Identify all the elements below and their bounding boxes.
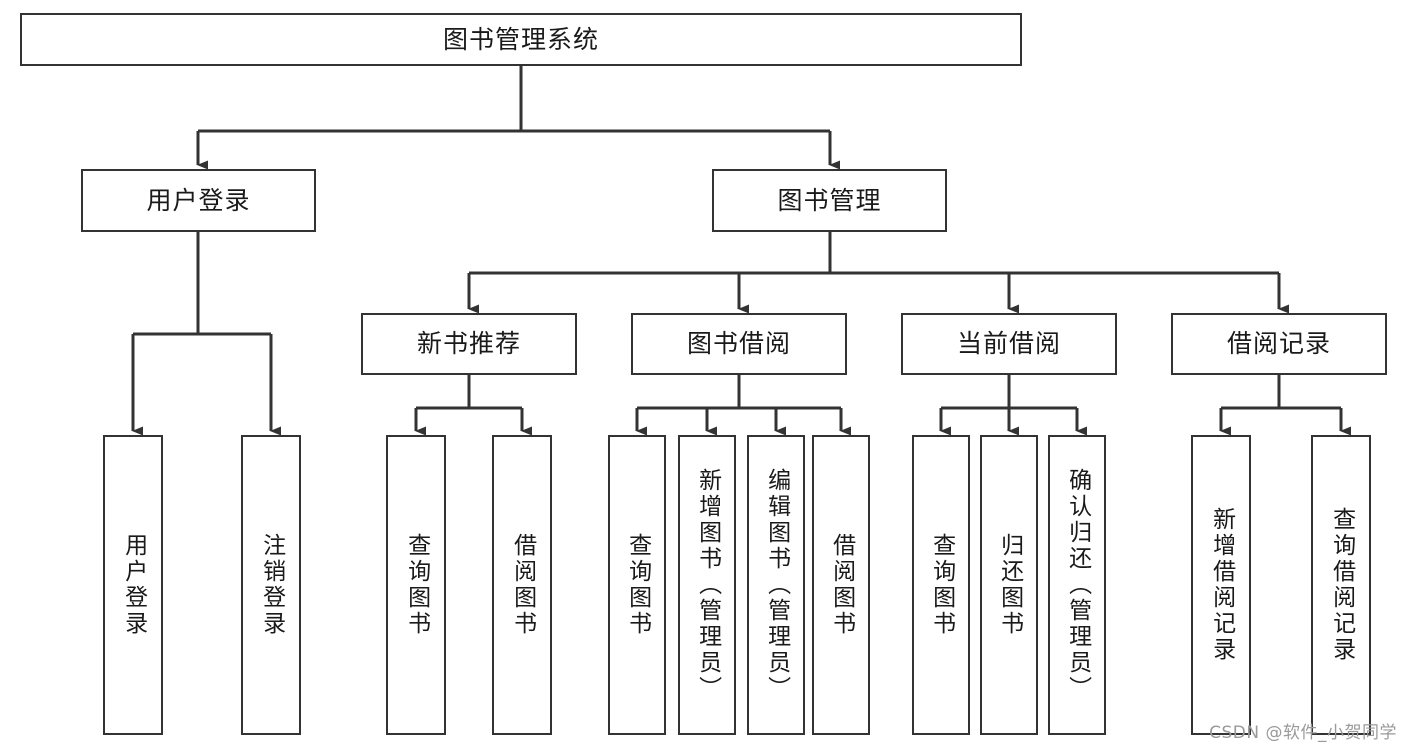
node-leaf-add-borrow-record[interactable]: 新增借阅记录 [1191,435,1251,735]
node-leaf-logout-login[interactable]: 注销登录 [241,435,301,735]
node-leaf-query-borrow-record[interactable]: 查询借阅记录 [1311,435,1371,735]
node-leaf-user-login[interactable]: 用户登录 [103,435,163,735]
node-book-borrow[interactable]: 图书借阅 [631,313,847,375]
node-leaf-query-book-1[interactable]: 查询图书 [386,435,446,735]
node-label: 图书管理系统 [442,24,599,54]
csdn-watermark: CSDN @软件_小贺同学 [1209,723,1397,743]
node-label: 查询借阅记录 [1328,507,1355,663]
node-leaf-add-book[interactable]: 新增图书（管理员） [678,435,736,735]
node-label: 新增借阅记录 [1208,507,1235,663]
node-new-book-recommend[interactable]: 新书推荐 [361,313,577,375]
node-leaf-confirm-return[interactable]: 确认归还（管理员） [1048,435,1106,735]
node-user-login[interactable]: 用户登录 [81,169,316,232]
node-leaf-borrow-book-2[interactable]: 借阅图书 [812,435,870,735]
node-label: 当前借阅 [956,329,1061,359]
node-book-management-system[interactable]: 图书管理系统 [20,13,1022,66]
node-label: 编辑图书（管理员） [763,468,790,702]
node-label: 用户登录 [146,185,251,215]
node-leaf-query-book-3[interactable]: 查询图书 [912,435,970,735]
node-label: 图书借阅 [686,329,791,359]
node-borrow-record[interactable]: 借阅记录 [1171,313,1387,375]
node-current-borrow[interactable]: 当前借阅 [901,313,1117,375]
node-label: 新书推荐 [416,329,521,359]
node-label: 借阅记录 [1226,329,1331,359]
node-label: 确认归还（管理员） [1064,468,1091,702]
node-leaf-query-book-2[interactable]: 查询图书 [608,435,666,735]
node-leaf-return-book[interactable]: 归还图书 [980,435,1038,735]
node-label: 查询图书 [624,533,651,637]
node-label: 注销登录 [258,533,285,637]
node-label: 图书管理 [777,185,882,215]
node-label: 用户登录 [120,533,147,637]
node-label: 新增图书（管理员） [694,468,721,702]
node-label: 借阅图书 [828,533,855,637]
node-label: 借阅图书 [509,533,536,637]
node-leaf-borrow-book-1[interactable]: 借阅图书 [492,435,552,735]
node-leaf-edit-book[interactable]: 编辑图书（管理员） [747,435,805,735]
node-label: 查询图书 [403,533,430,637]
node-label: 归还图书 [996,533,1023,637]
node-book-management[interactable]: 图书管理 [712,169,947,232]
node-label: 查询图书 [928,533,955,637]
